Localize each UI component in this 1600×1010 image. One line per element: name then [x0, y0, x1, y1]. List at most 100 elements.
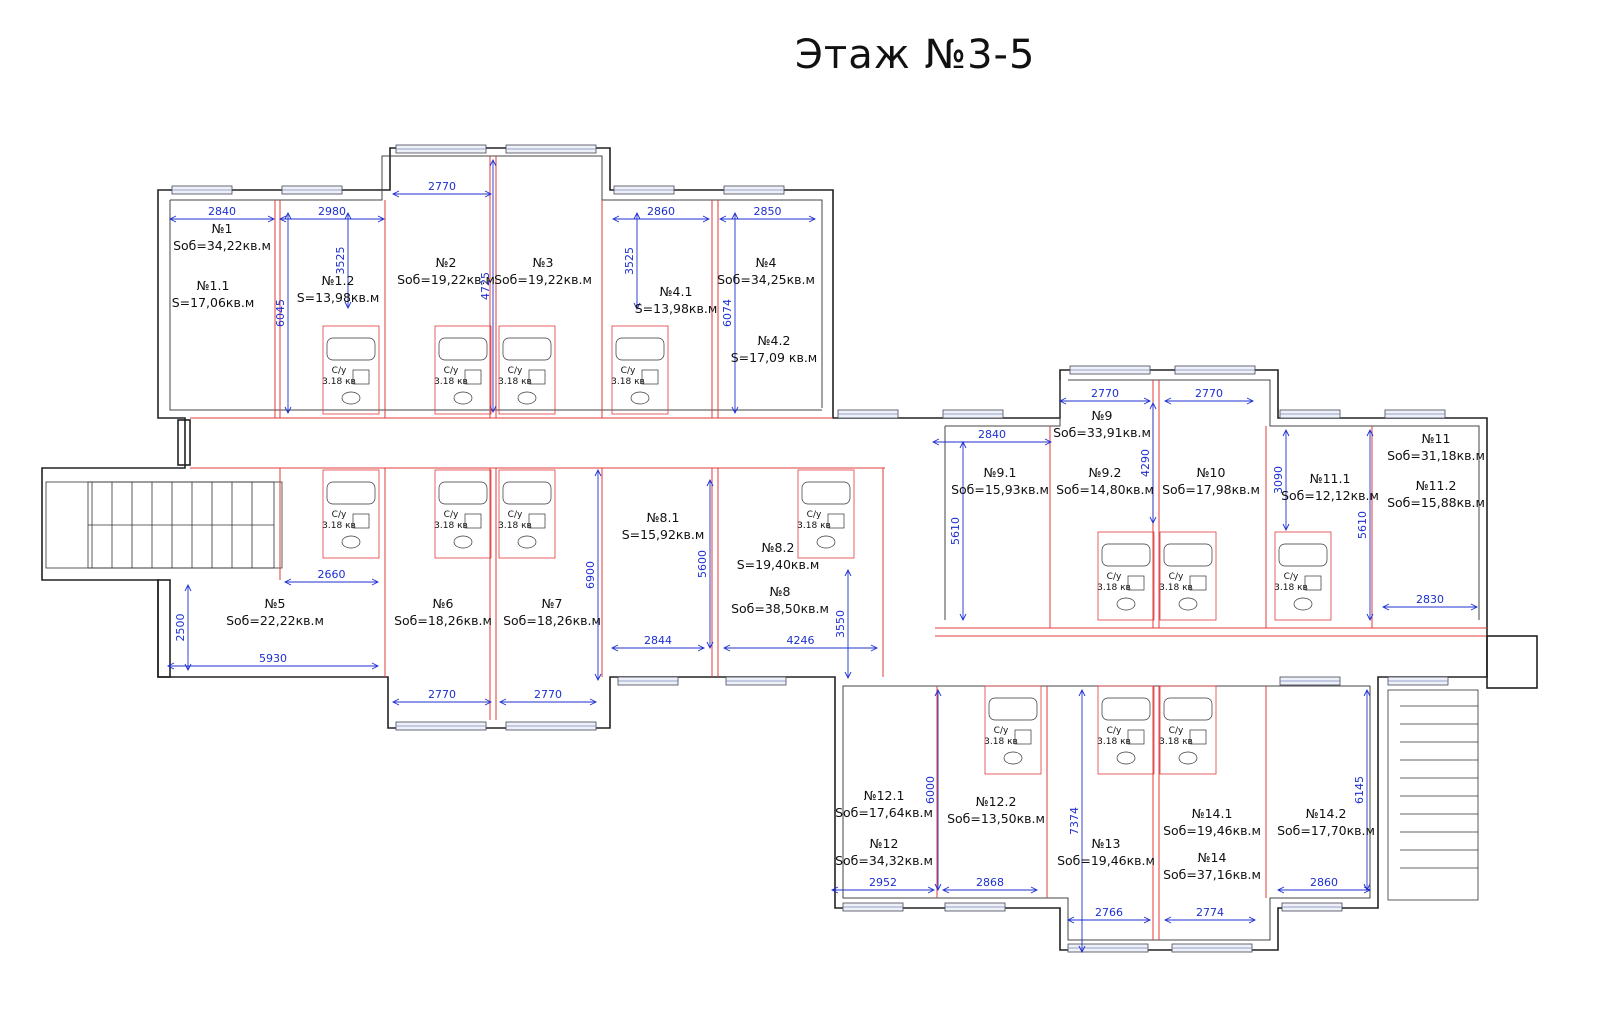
room-label: №14.2: [1306, 806, 1347, 821]
room-label: №12: [870, 836, 899, 851]
window: [617, 676, 679, 686]
bathroom: С/у3.18 кв: [498, 325, 556, 415]
room-label: Sоб=34,25кв.м: [717, 272, 815, 287]
room-label: №5: [265, 596, 286, 611]
dimension-value: 3525: [334, 247, 347, 275]
bathrooms: С/у3.18 квС/у3.18 квС/у3.18 квС/у3.18 кв…: [322, 325, 1332, 775]
window: [1067, 943, 1149, 953]
room-label: №12.1: [864, 788, 905, 803]
room-label: №14.1: [1192, 806, 1233, 821]
bathroom-area: 3.18 кв: [322, 521, 356, 531]
dimension: 2770: [391, 180, 493, 198]
dimension-value: 4290: [1139, 449, 1152, 477]
dimension: 2500: [174, 583, 192, 672]
dimension: 2770: [1058, 387, 1152, 405]
bathroom: С/у3.18 кв: [322, 469, 380, 559]
room-label: №13: [1092, 836, 1121, 851]
room-label: S=15,92кв.м: [622, 527, 705, 542]
window: [1174, 365, 1256, 375]
dimension-value: 2850: [754, 205, 782, 218]
dimension-value: 2840: [208, 205, 236, 218]
dimension-value: 2770: [428, 688, 456, 701]
stair-steps: [88, 482, 1478, 869]
dimension: 3525: [334, 211, 352, 310]
dimension: 6045: [274, 211, 292, 415]
bathroom-area: 3.18 кв: [1159, 737, 1193, 747]
window: [944, 902, 1006, 912]
dimension: 7374: [1068, 688, 1086, 954]
window: [505, 721, 597, 731]
dimension: 6145: [1353, 688, 1371, 892]
bathroom-label: С/у: [1284, 572, 1299, 582]
dimension-value: 7374: [1068, 807, 1081, 835]
window: [281, 185, 343, 195]
room-label: S=13,98кв.м: [635, 301, 718, 316]
bathroom-area: 3.18 кв: [322, 377, 356, 387]
bathroom-label: С/у: [807, 510, 822, 520]
dimension-value: 3090: [1272, 466, 1285, 494]
window: [842, 902, 904, 912]
bathroom-area: 3.18 кв: [498, 521, 532, 531]
dimension: 2860: [611, 205, 711, 223]
room-label: №7: [542, 596, 563, 611]
dimension-value: 2770: [1195, 387, 1223, 400]
dimension: 6000: [924, 688, 942, 892]
room-label: Sоб=15,93кв.м: [951, 482, 1049, 497]
room-label: Sоб=12,12кв.м: [1281, 488, 1379, 503]
room-label: №11.2: [1416, 478, 1457, 493]
bathroom-label: С/у: [444, 366, 459, 376]
bathroom: С/у3.18 кв: [1274, 531, 1332, 621]
room-label: №2: [436, 255, 457, 270]
room-label: Sоб=19,22кв.м: [397, 272, 495, 287]
dimension: 2860: [1276, 876, 1372, 894]
bathroom-area: 3.18 кв: [1159, 583, 1193, 593]
room-label: №1.2: [322, 273, 355, 288]
room-label: №11: [1422, 431, 1451, 446]
dimension: 2660: [283, 568, 380, 586]
window: [942, 409, 1004, 419]
dimension: 2770: [498, 688, 598, 706]
dimension-value: 3525: [623, 247, 636, 275]
bathroom-label: С/у: [508, 366, 523, 376]
dimension-value: 6900: [584, 561, 597, 589]
window: [613, 185, 675, 195]
room-label: Sоб=37,16кв.м: [1163, 867, 1261, 882]
dimension-value: 5610: [949, 517, 962, 545]
dimension: 2770: [391, 688, 493, 706]
bathroom-area: 3.18 кв: [797, 521, 831, 531]
bathroom: С/у3.18 кв: [498, 469, 556, 559]
dimension: 2850: [718, 205, 817, 223]
dimension-value: 6045: [274, 299, 287, 327]
bathroom: С/у3.18 кв: [1159, 685, 1217, 775]
room-label: Sоб=34,22кв.м: [173, 238, 271, 253]
dimension: 5610: [949, 440, 967, 622]
bathroom: С/у3.18 кв: [797, 469, 855, 559]
windows: [171, 144, 1449, 953]
dimension: 3090: [1272, 428, 1290, 532]
room-label: №3: [533, 255, 554, 270]
room-label: Sоб=18,26кв.м: [503, 613, 601, 628]
dimension: 2840: [168, 205, 276, 223]
room-label: №8.2: [762, 540, 795, 555]
dimension-value: 2770: [428, 180, 456, 193]
bathroom: С/у3.18 кв: [322, 325, 380, 415]
room-label: S=19,40кв.м: [737, 557, 820, 572]
dimension: 2844: [610, 634, 706, 652]
room-label: №8: [770, 584, 791, 599]
room-label: №4.2: [758, 333, 791, 348]
window: [1171, 943, 1253, 953]
bathroom-area: 3.18 кв: [1097, 737, 1131, 747]
room-label: Sоб=17,64кв.м: [835, 805, 933, 820]
bathroom-label: С/у: [332, 510, 347, 520]
room-label: S=17,09 кв.м: [731, 350, 818, 365]
room-label: Sоб=17,70кв.м: [1277, 823, 1375, 838]
dimension-value: 2844: [644, 634, 672, 647]
window: [725, 676, 787, 686]
window: [1279, 409, 1341, 419]
room-label: Sоб=19,22кв.м: [494, 272, 592, 287]
bathroom-label: С/у: [332, 366, 347, 376]
window: [1387, 676, 1449, 686]
dimension: 2766: [1066, 906, 1152, 924]
dimension: 2952: [830, 876, 936, 894]
